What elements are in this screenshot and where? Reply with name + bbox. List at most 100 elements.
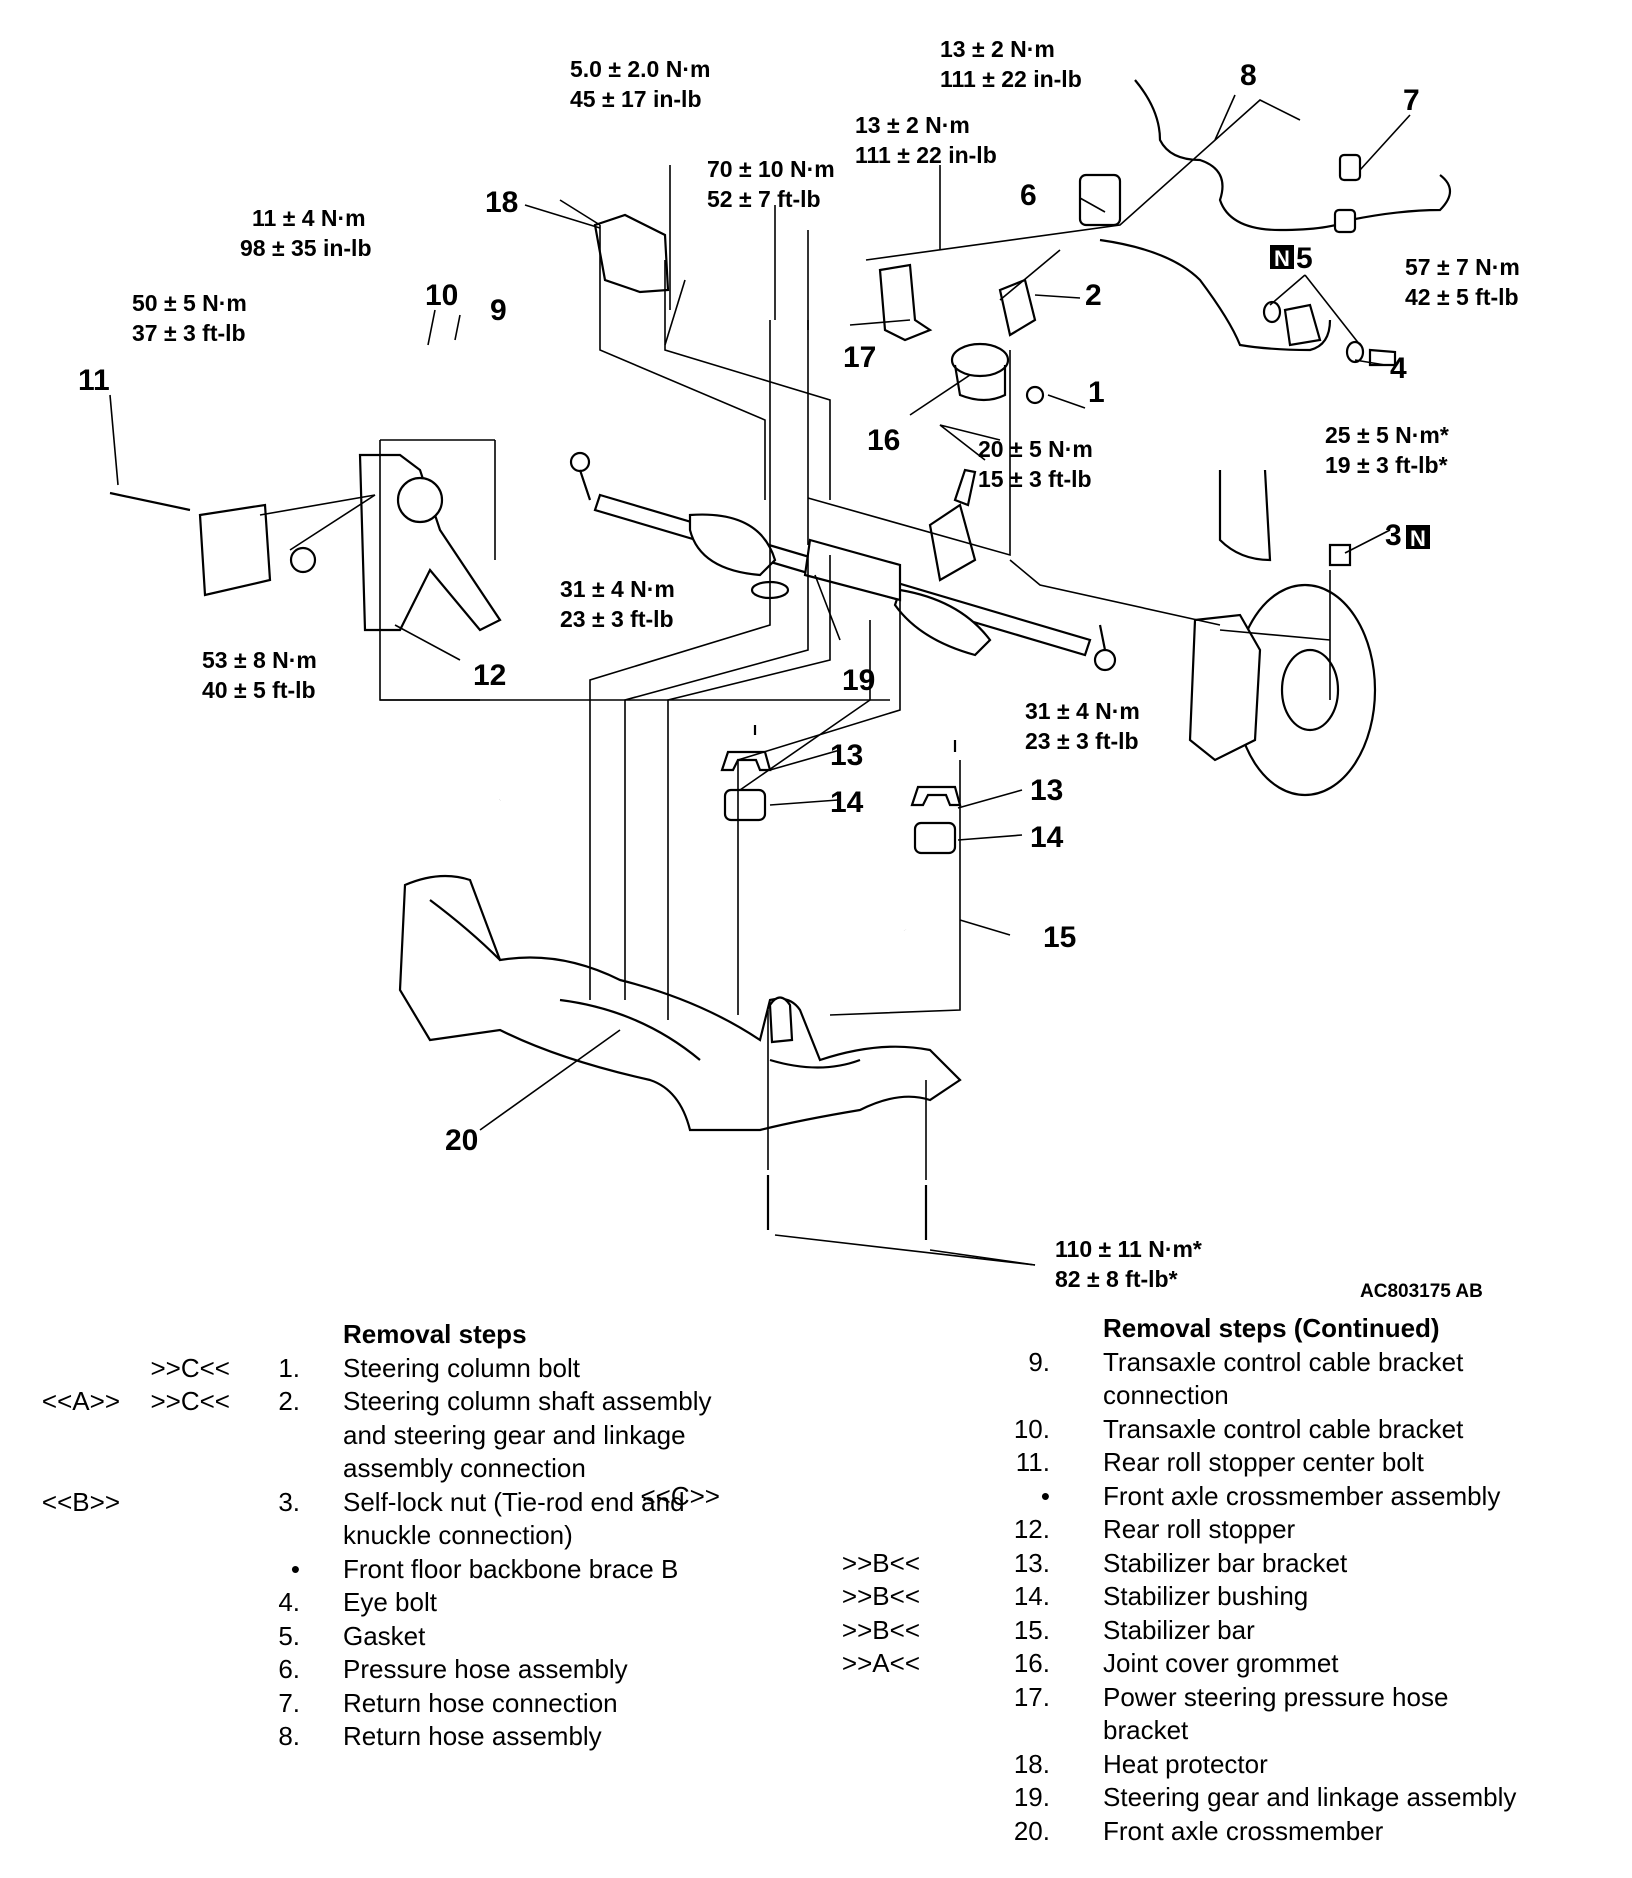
torque-31-a-nm: 31 ± 4 N·m xyxy=(560,576,675,602)
torque-57-nm: 57 ± 7 N·m xyxy=(1405,254,1520,280)
step-row: bracket xyxy=(790,1714,1610,1748)
callout-19: 19 xyxy=(842,664,875,697)
knuckle-brake-disc xyxy=(1188,469,1377,797)
step-row: >>B<<13.Stabilizer bar bracket xyxy=(790,1547,1610,1581)
callout-11: 11 xyxy=(78,364,110,397)
callout-18: 18 xyxy=(485,186,518,219)
step-row: <<B>> 3. Self-lock nut (Tie-rod end and xyxy=(40,1486,800,1520)
callout-16: 16 xyxy=(867,424,900,457)
badge-label-5: N xyxy=(1274,246,1290,271)
step-number: 19. xyxy=(1013,1782,1050,1812)
step-row: 10. Transaxle control cable bracket xyxy=(790,1413,1610,1447)
step-description: Steering column shaft assembly xyxy=(343,1386,712,1416)
step-description: Gasket xyxy=(343,1620,426,1651)
step-row: 8.Return hose assembly xyxy=(40,1720,800,1754)
callout-13-left: 13 xyxy=(830,739,863,772)
steering-gear-assembly xyxy=(569,451,1117,672)
torque-31-a-ftlb: 23 ± 3 ft-lb xyxy=(560,606,674,632)
step-number: 10. xyxy=(1013,1413,1050,1444)
step-row: >>B<<15.Stabilizer bar xyxy=(790,1614,1610,1648)
step-description: Front axle crossmember xyxy=(1103,1815,1384,1846)
step-description: Return hose assembly xyxy=(343,1721,602,1751)
step-row: 4. Eye bolt xyxy=(40,1586,800,1620)
step-row: <<A>>>>C<<2.Steering column shaft assemb… xyxy=(40,1385,800,1419)
step-number: 1. xyxy=(278,1352,300,1383)
heat-protector xyxy=(593,213,670,294)
torque-5-0-inlb: 45 ± 17 in-lb xyxy=(570,86,702,112)
rear-roll-stopper xyxy=(109,453,502,632)
step-number: 16. xyxy=(1013,1648,1050,1678)
step-row: connection xyxy=(790,1379,1610,1413)
removal-steps-left: Removal steps >>C<<1.Steering column bol… xyxy=(40,1318,800,1788)
step-number: 13. xyxy=(1013,1547,1050,1578)
step-description: Transaxle control cable bracket xyxy=(1103,1413,1464,1444)
step-row: 19. Steering gear and linkage assembly xyxy=(790,1781,1610,1815)
step-number: • xyxy=(1040,1480,1050,1511)
callout-5: 5 xyxy=(1296,242,1313,275)
step-row: •Front floor backbone brace B xyxy=(40,1553,800,1587)
step-description: knuckle connection) xyxy=(343,1520,573,1550)
callout-2: 2 xyxy=(1085,279,1102,312)
step-number: 2. xyxy=(278,1386,300,1416)
step-number: 17. xyxy=(1013,1681,1050,1712)
step-description: bracket xyxy=(1103,1715,1189,1745)
step-row: 5. Gasket xyxy=(40,1620,800,1654)
hose-assemblies xyxy=(1078,79,1452,352)
step-description: Power steering pressure hose xyxy=(1103,1681,1449,1712)
step-description: Self-lock nut (Tie-rod end and xyxy=(343,1486,685,1517)
torque-25-ftlb: 19 ± 3 ft-lb* xyxy=(1325,452,1448,478)
new-part-badge-3: N xyxy=(1406,525,1430,551)
step-number: 9. xyxy=(1028,1346,1050,1377)
callout-20: 20 xyxy=(445,1124,478,1157)
step-description: Front floor backbone brace B xyxy=(343,1553,679,1584)
torque-11-nm: 11 ± 4 N·m xyxy=(252,205,366,231)
exploded-view-diagram: 5.0 ± 2.0 N·m45 ± 17 in-lb 13 ± 2 N·m111… xyxy=(78,36,1520,1300)
step-marker-a: <<B>> xyxy=(41,1486,120,1517)
svg-text:31 ± 4 N·m23 ± 3 ft-lb: 31 ± 4 N·m23 ± 3 ft-lb xyxy=(1025,698,1140,754)
step-description: Rear roll stopper xyxy=(1103,1514,1296,1544)
torque-13-a-nm: 13 ± 2 N·m xyxy=(940,36,1055,62)
callout-9: 9 xyxy=(490,294,507,327)
step-row: >>C<<1.Steering column bolt xyxy=(40,1352,800,1386)
svg-text:5.0 ± 2.0 N·m45 ± 17 in-lb: 5.0 ± 2.0 N·m45 ± 17 in-lb xyxy=(570,56,710,112)
torque-50-ftlb: 37 ± 3 ft-lb xyxy=(132,320,246,346)
step-description: connection xyxy=(1103,1380,1229,1410)
step-number: 3. xyxy=(278,1486,300,1517)
torque-13-a-inlb: 111 ± 22 in-lb xyxy=(940,66,1082,92)
torque-70-ftlb: 52 ± 7 ft-lb xyxy=(707,186,821,212)
torque-20-nm: 20 ± 5 N·m xyxy=(978,436,1093,462)
step-number: 18. xyxy=(1013,1748,1050,1779)
step-number: 5. xyxy=(278,1620,300,1651)
step-row: 12.Rear roll stopper xyxy=(790,1513,1610,1547)
step-marker-b: >>C<< xyxy=(150,1386,230,1416)
step-row: 6.Pressure hose assembly xyxy=(40,1653,800,1687)
callout-4: 4 xyxy=(1390,352,1407,385)
callout-15: 15 xyxy=(1043,921,1076,954)
step-row: 20. Front axle crossmember xyxy=(790,1815,1610,1849)
step-marker-b: >>A<< xyxy=(841,1648,920,1678)
step-description: Stabilizer bar bracket xyxy=(1103,1547,1348,1578)
step-marker-b: >>C<< xyxy=(150,1352,230,1383)
leader-lines xyxy=(259,99,1331,1180)
step-description: Eye bolt xyxy=(343,1587,437,1617)
step-row: >>A<<16.Joint cover grommet xyxy=(790,1647,1610,1681)
stabilizer-bracket-right xyxy=(910,740,962,855)
step-description: Steering gear and linkage assembly xyxy=(1103,1782,1517,1812)
step-number: 14. xyxy=(1013,1581,1050,1611)
step-description: Stabilizer bushing xyxy=(1103,1581,1309,1611)
new-part-badge-5: N xyxy=(1270,245,1294,271)
step-description: assembly connection xyxy=(343,1453,586,1483)
step-marker-b: >>B<< xyxy=(841,1614,920,1645)
callout-6: 6 xyxy=(1020,179,1037,212)
torque-31-b-nm: 31 ± 4 N·m xyxy=(1025,698,1140,724)
callout-14-right: 14 xyxy=(1030,821,1064,854)
step-row: assembly connection xyxy=(40,1452,800,1486)
step-number: 20. xyxy=(1013,1815,1050,1846)
step-description: and steering gear and linkage xyxy=(343,1419,686,1450)
step-description: Transaxle control cable bracket xyxy=(1103,1346,1464,1377)
svg-text:50 ± 5 N·m37 ± 3 ft-lb: 50 ± 5 N·m37 ± 3 ft-lb xyxy=(132,290,247,346)
callout-7: 7 xyxy=(1403,84,1420,117)
step-number: 4. xyxy=(278,1587,300,1617)
svg-text:110 ± 11 N·m*82 ± 8 ft-lb*: 110 ± 11 N·m*82 ± 8 ft-lb* xyxy=(1055,1236,1202,1292)
figure-id: AC803175 AB xyxy=(1360,1281,1483,1300)
